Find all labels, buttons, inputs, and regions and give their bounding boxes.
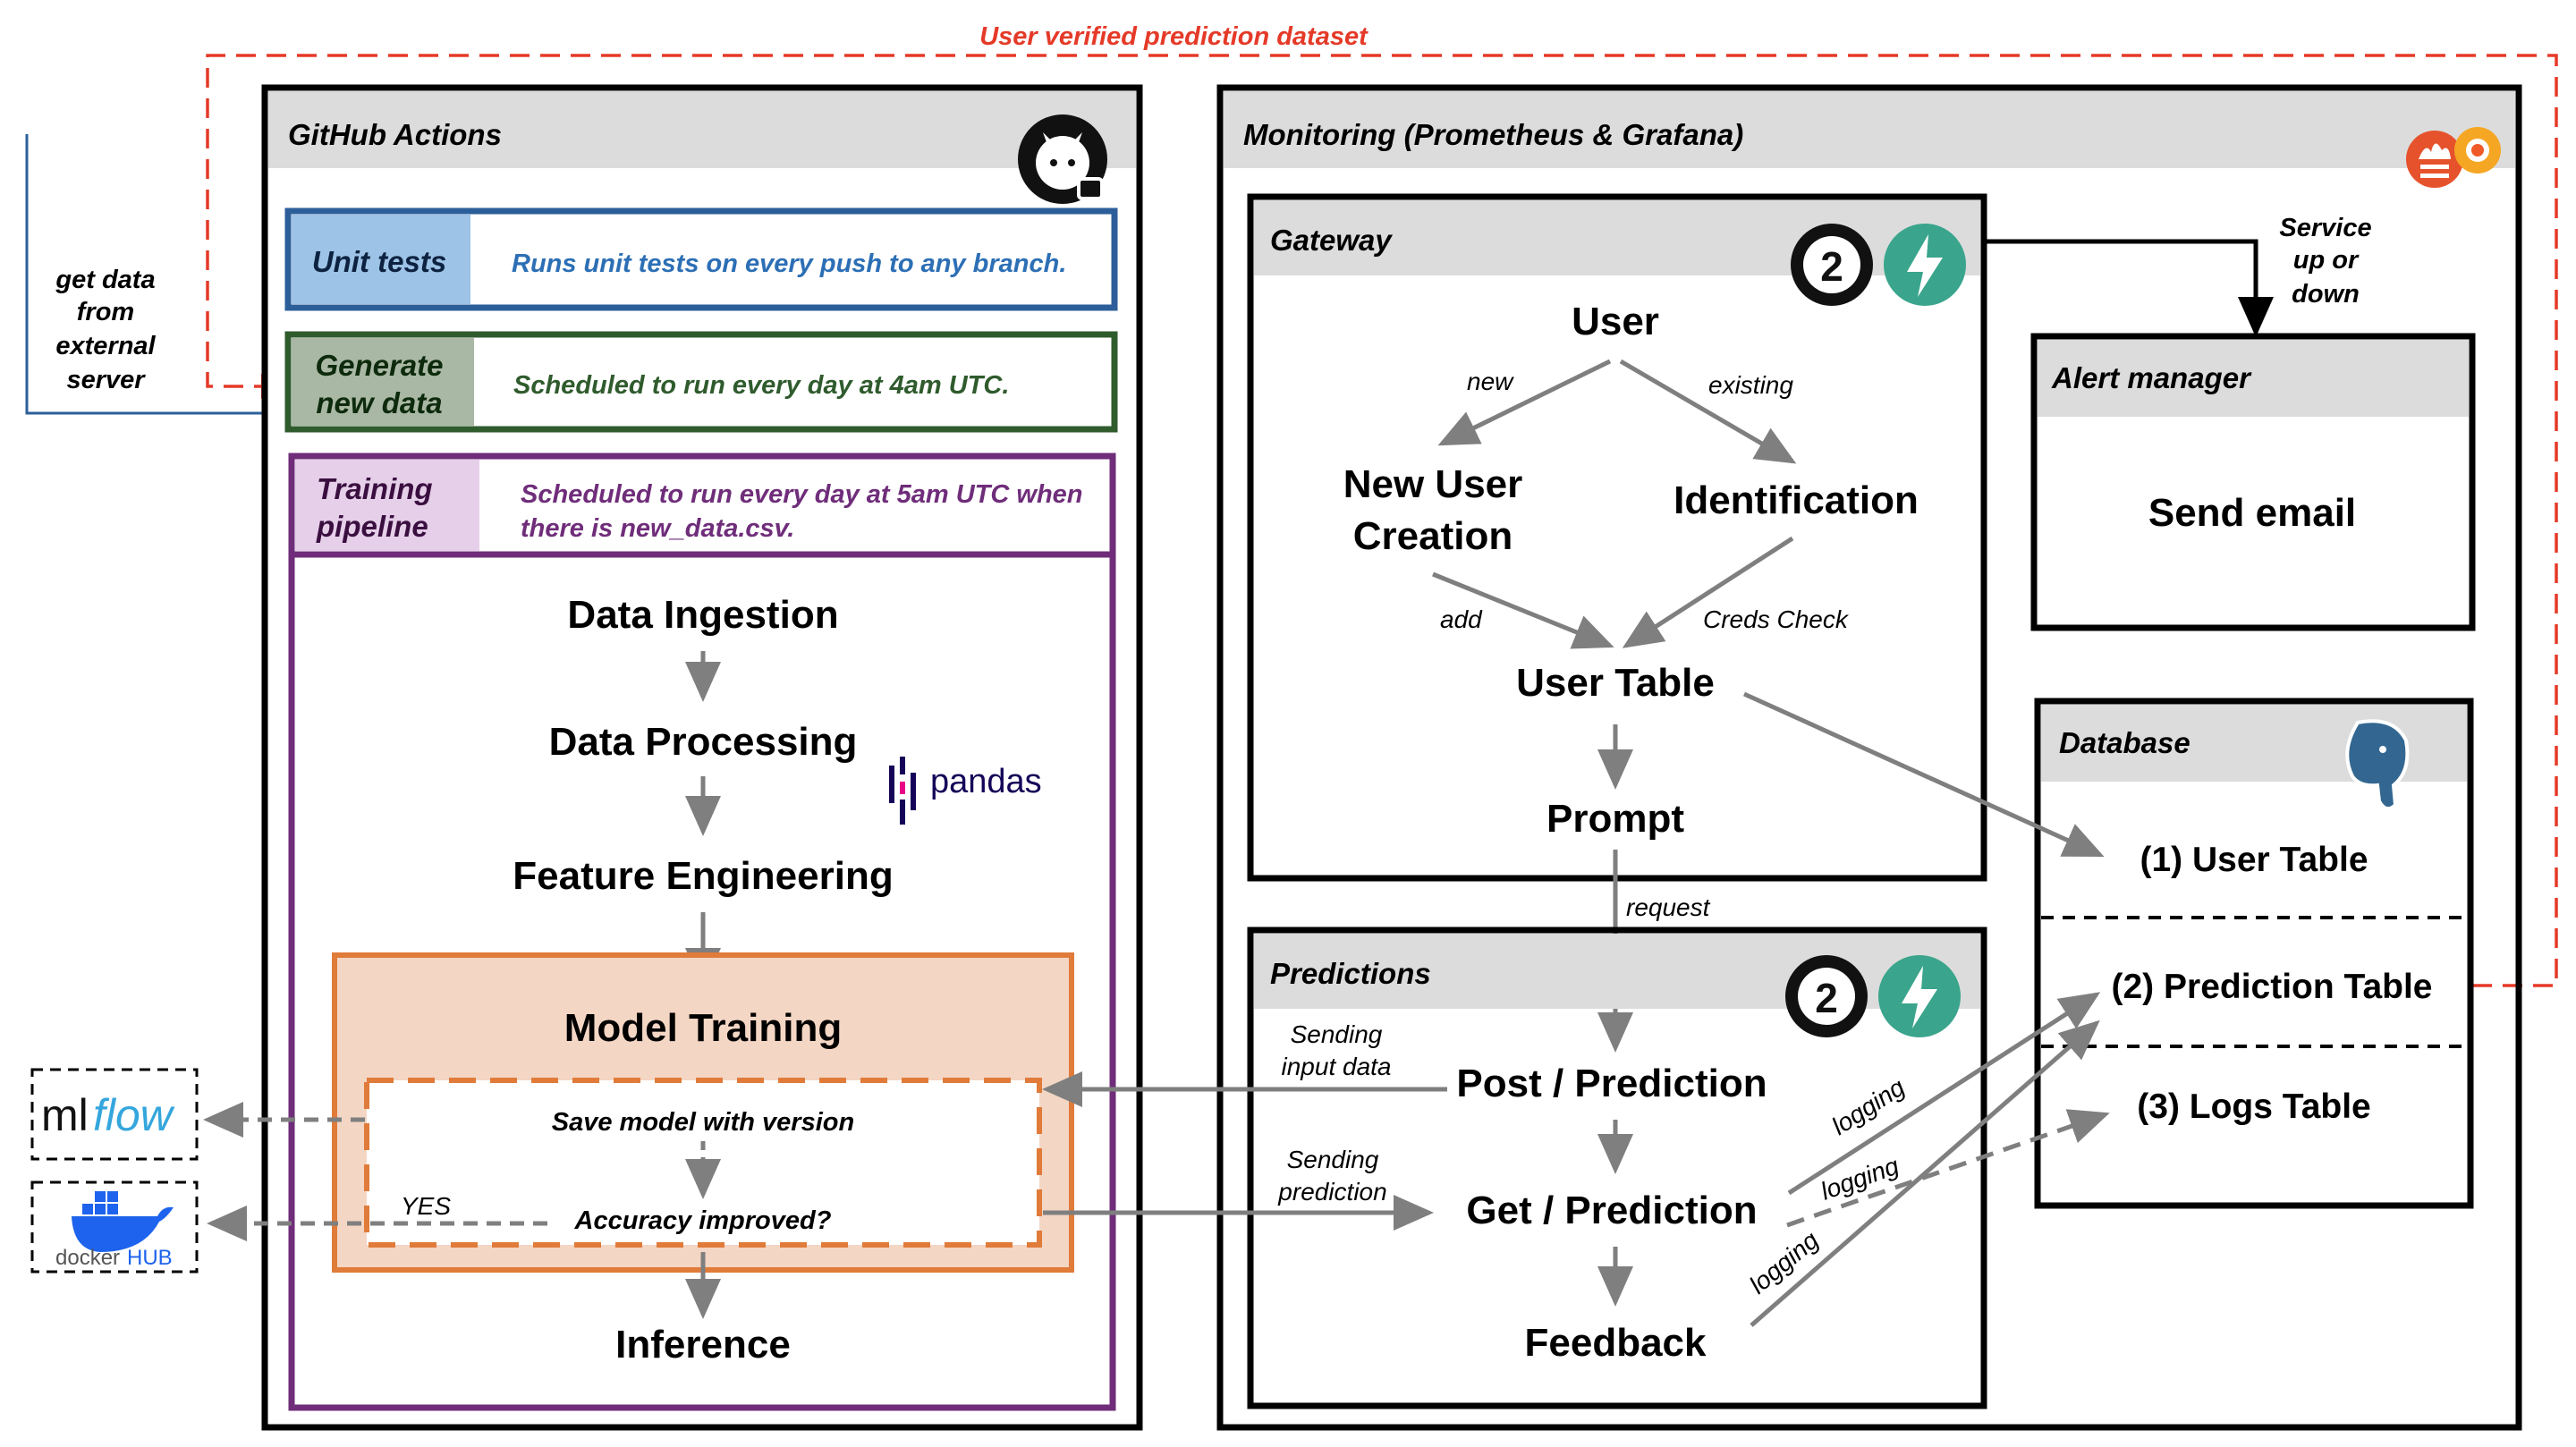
request-label: request [1626, 893, 1711, 921]
logging-label-2: logging [1817, 1151, 1902, 1205]
grafana-prometheus-icon [2406, 127, 2501, 188]
training-desc-1: Scheduled to run every day at 5am UTC wh… [521, 480, 1083, 509]
external-label-3: external [55, 332, 156, 360]
step-data-ingestion: Data Ingestion [567, 593, 838, 637]
gateway-title: Gateway [1270, 224, 1393, 257]
alert-manager-title: Alert manager [2051, 361, 2252, 394]
feedback-loop-label: User verified prediction dataset [979, 22, 1368, 51]
external-label-4: server [66, 366, 146, 394]
database-box: Database (1) User Table (2) Prediction T… [2034, 698, 2474, 1209]
training-pipeline-job: Training pipeline Scheduled to run every… [288, 453, 1116, 1411]
gateway-add-label: add [1440, 605, 1483, 633]
step-feature-engineering: Feature Engineering [513, 854, 893, 898]
user-table-to-db-arrow [1742, 691, 2105, 858]
mlflow-flow: flow [93, 1090, 175, 1140]
external-server-input: get data from external server [25, 134, 287, 424]
logging-label-3: logging [1744, 1226, 1824, 1299]
step-accuracy-improved: Accuracy improved? [574, 1206, 832, 1235]
predictions-box: Predictions 2 Sending input data Post / … [1247, 927, 1987, 1409]
logging-label-1: logging [1826, 1073, 1910, 1140]
github-actions-panel: GitHub Actions Unit tests Runs unit test… [261, 84, 1143, 1431]
generate-label-2: new data [316, 386, 442, 419]
user-verified-feedback-loop: User verified prediction dataset [206, 22, 2558, 987]
generate-label-1: Generate [315, 349, 443, 382]
unit-tests-job: Unit tests Runs unit tests on every push… [284, 207, 1118, 311]
gateway-existing-label: existing [1708, 371, 1793, 399]
docker-hub-logo: docker HUB [30, 1180, 199, 1274]
service-status-1: Service [2279, 214, 2371, 242]
predictions-title: Predictions [1270, 957, 1431, 990]
sending-pred-2: prediction [1277, 1178, 1386, 1206]
oauth2-icon: 2 [1791, 224, 1873, 306]
external-label-2: from [77, 298, 134, 326]
oauth2-icon-predictions: 2 [1785, 955, 1868, 1037]
fastapi-icon [1884, 224, 1966, 306]
fastapi-icon-predictions [1878, 955, 1961, 1037]
predictions-feedback: Feedback [1525, 1321, 1707, 1365]
gateway-user: User [1572, 300, 1659, 343]
gateway-creds-label: Creds Check [1703, 605, 1850, 633]
database-logs-table: (3) Logs Table [2137, 1087, 2370, 1126]
gateway-new-user-1: New User [1343, 462, 1523, 506]
external-label-1: get data [55, 266, 155, 294]
database-user-table: (1) User Table [2140, 841, 2368, 879]
gateway-new-label: new [1467, 368, 1514, 395]
oauth2-icon-predictions-label: 2 [1815, 975, 1838, 1021]
gateway-identification: Identification [1674, 478, 1919, 522]
gateway-to-alert-arrow [1984, 239, 2274, 337]
generate-data-job: Generate new data Scheduled to run every… [284, 331, 1118, 433]
post-logging-arrow [1787, 992, 2101, 1196]
monitoring-title: Monitoring (Prometheus & Grafana) [1243, 118, 1743, 151]
mlflow-ml: ml [41, 1090, 89, 1140]
monitoring-panel: Monitoring (Prometheus & Grafana) Gatewa… [1216, 84, 2522, 1431]
database-prediction-table: (2) Prediction Table [2112, 968, 2433, 1006]
unit-tests-label: Unit tests [312, 245, 446, 278]
service-status-3: down [2292, 280, 2360, 309]
step-inference: Inference [615, 1323, 791, 1367]
training-label-2: pipeline [316, 510, 428, 543]
service-status-2: up or [2293, 246, 2360, 275]
postgresql-icon [2345, 719, 2410, 811]
docker-whale-icon [72, 1191, 174, 1252]
pandas-logo: pandas [889, 757, 1042, 825]
training-label-1: Training [317, 472, 433, 505]
mlflow-logo: ml flow [30, 1068, 199, 1161]
predictions-get: Get / Prediction [1466, 1189, 1757, 1232]
gateway-box: Gateway 2 User new existing New User Cre… [1247, 193, 1987, 882]
pandas-label: pandas [930, 763, 1042, 800]
github-actions-title: GitHub Actions [288, 118, 502, 151]
gateway-new-user-2: Creation [1353, 514, 1513, 558]
training-desc-2: there is new_data.csv. [521, 514, 794, 543]
github-icon [1018, 114, 1107, 204]
docker-label: docker [55, 1246, 120, 1270]
gateway-user-table: User Table [1516, 661, 1715, 705]
alert-manager-box: Alert manager Send email [2030, 333, 2476, 631]
predictions-post: Post / Prediction [1456, 1062, 1767, 1105]
generate-desc: Scheduled to run every day at 4am UTC. [513, 371, 1009, 400]
alert-manager-body: Send email [2148, 491, 2356, 535]
yes-label: YES [401, 1192, 451, 1220]
step-data-processing: Data Processing [549, 720, 858, 764]
sending-input-1: Sending [1291, 1020, 1383, 1048]
docker-hub-label: HUB [127, 1246, 173, 1270]
sending-pred-1: Sending [1287, 1146, 1379, 1173]
oauth2-icon-label: 2 [1820, 243, 1843, 290]
step-save-model: Save model with version [552, 1108, 854, 1137]
database-title: Database [2059, 726, 2190, 759]
step-model-training: Model Training [564, 1006, 842, 1050]
feedback-logging-arrow [1750, 1020, 2100, 1327]
sending-input-2: input data [1282, 1053, 1392, 1080]
model-training-block: Model Training Save model with version A… [332, 952, 1074, 1273]
unit-tests-desc: Runs unit tests on every push to any bra… [512, 250, 1066, 278]
gateway-prompt: Prompt [1546, 797, 1684, 841]
